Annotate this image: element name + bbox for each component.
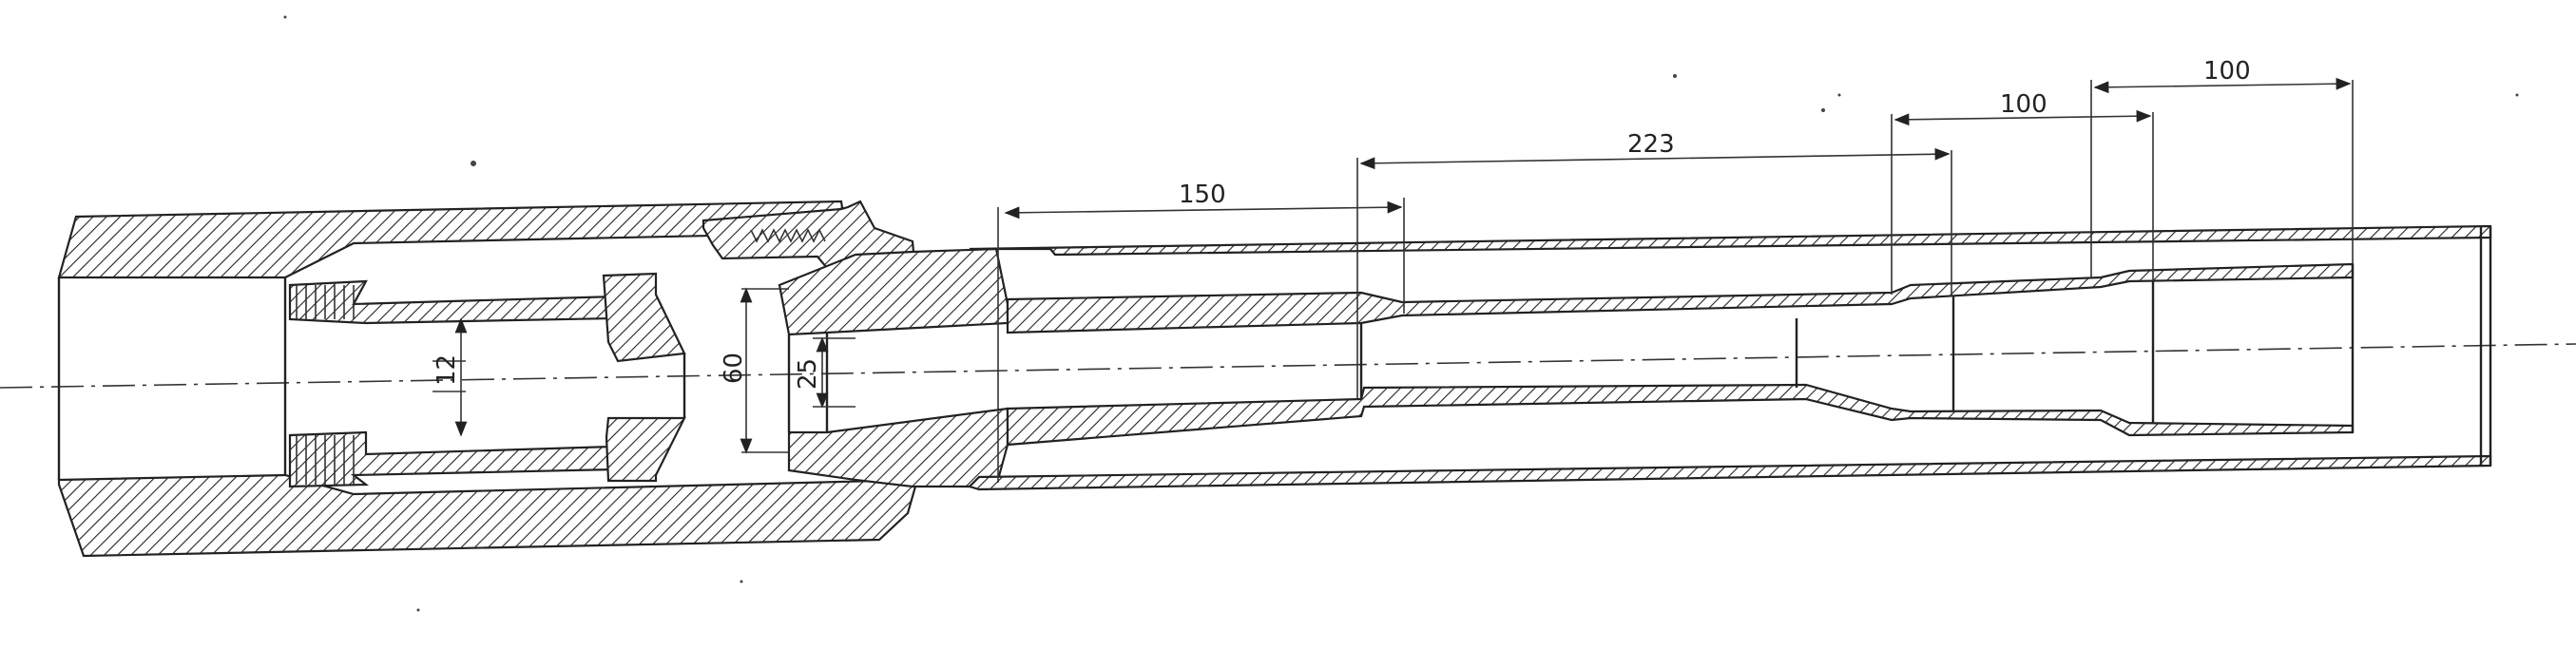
inlet-housing [57, 200, 919, 558]
dimension-100-b-label: 100 [2203, 57, 2251, 86]
dimension-100-b: 100 [2093, 57, 2352, 94]
dimension-60: 60 [720, 287, 789, 454]
extension-lines [997, 80, 2354, 483]
centerline [0, 343, 2576, 389]
dimension-150-label: 150 [1179, 181, 1226, 209]
dimension-100-a-label: 100 [2000, 90, 2047, 119]
dimension-25-label: 25 [794, 358, 822, 390]
mixing-tube [1006, 262, 2355, 447]
dimension-100-a: 100 [1894, 90, 2152, 126]
nozzle [288, 272, 686, 488]
dimension-150: 150 [1004, 181, 1403, 220]
dimension-25: 25 [794, 336, 855, 409]
dimension-223: 223 [1359, 130, 1951, 170]
mixing-inlet-cone [778, 247, 1009, 488]
scan-specks [283, 15, 2519, 612]
dimension-223-label: 223 [1627, 130, 1675, 159]
dimension-60-label: 60 [720, 353, 748, 384]
dimension-12-label: 12 [433, 354, 461, 386]
dimension-12: 12 [433, 317, 468, 437]
outer-tube [967, 224, 2492, 491]
